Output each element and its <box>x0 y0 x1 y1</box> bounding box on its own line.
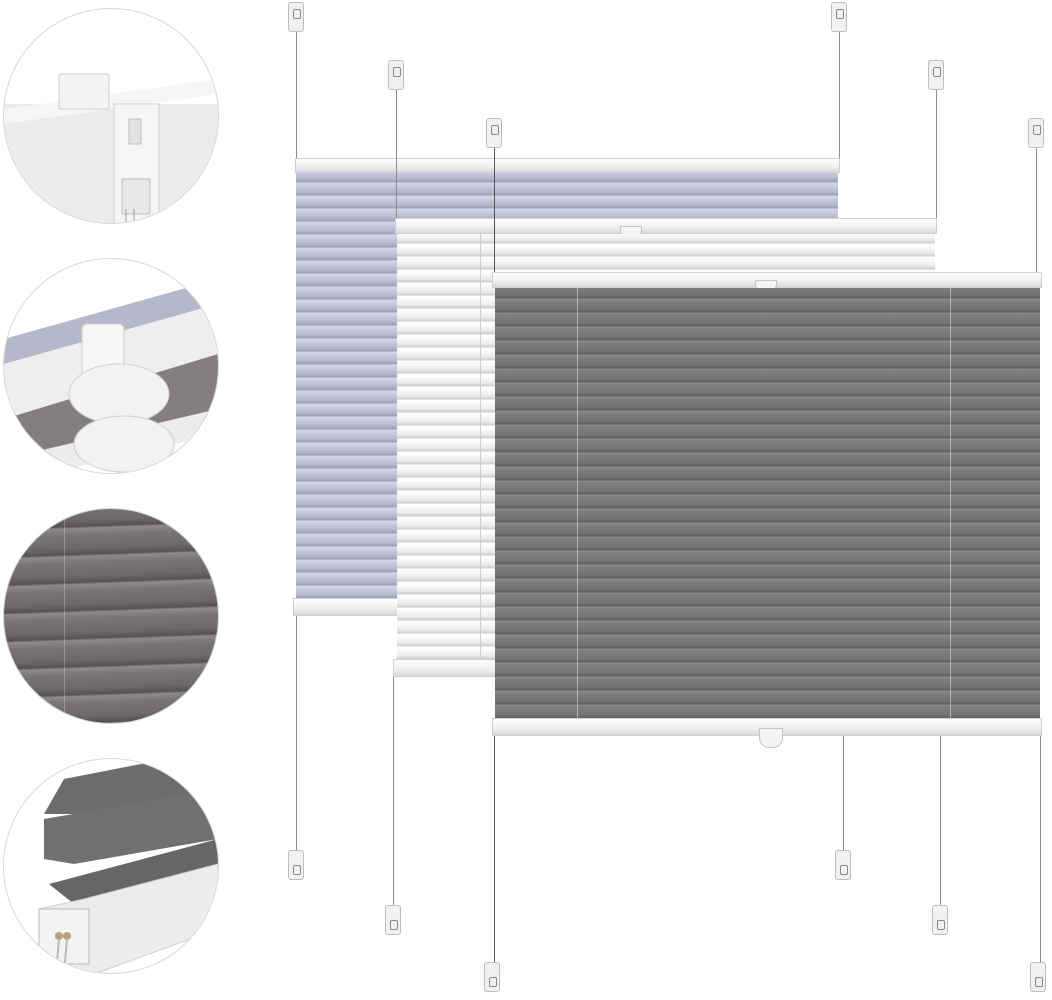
bottom-cord <box>296 616 297 856</box>
bottom-cord <box>393 677 394 912</box>
handle-grip-illustration <box>4 279 218 473</box>
cord-clip-icon <box>932 905 948 935</box>
ladder-cord <box>950 288 951 718</box>
detail-circle-fabric-pleats <box>3 508 219 724</box>
bottom-rail <box>293 598 403 616</box>
ladder-cord <box>480 234 481 659</box>
cord-clip-icon <box>484 962 500 992</box>
cord-clip-icon <box>388 60 404 90</box>
cord-clip-icon <box>288 2 304 32</box>
bottom-rail <box>393 659 498 677</box>
grey-pleat-texture <box>4 509 218 723</box>
bottom-rail-handle <box>759 728 783 748</box>
top-cord <box>494 146 495 276</box>
top-cord <box>296 28 297 163</box>
cord-clip-icon <box>831 2 847 32</box>
cord-clip-icon <box>1028 118 1044 148</box>
top-cord <box>1036 146 1037 276</box>
bottom-cord <box>843 735 844 855</box>
top-cord <box>839 28 840 163</box>
detail-circle-clamp-bracket <box>3 8 219 224</box>
top-rail <box>395 218 937 234</box>
pleated-fabric <box>495 288 1040 718</box>
bottom-cord <box>1040 736 1041 968</box>
cord-clip-icon <box>486 118 502 148</box>
top-cord <box>936 88 937 223</box>
ladder-cord <box>64 509 65 723</box>
detail-circle-handle-grip <box>3 258 219 474</box>
cord-clip-icon <box>928 60 944 90</box>
cord-clip-icon <box>835 850 851 880</box>
ladder-cord <box>577 288 578 718</box>
top-rail <box>295 158 840 173</box>
detail-circle-rail-end-cap <box>3 758 219 974</box>
top-cord <box>396 88 397 223</box>
rail-end-cap-illustration <box>38 759 218 973</box>
cord-clip-icon <box>288 850 304 880</box>
cord-clip-icon <box>385 905 401 935</box>
cord-clip-icon <box>1030 962 1046 992</box>
bottom-cord <box>940 735 941 910</box>
bottom-cord <box>494 736 495 968</box>
clamp-bracket-illustration <box>4 73 218 223</box>
